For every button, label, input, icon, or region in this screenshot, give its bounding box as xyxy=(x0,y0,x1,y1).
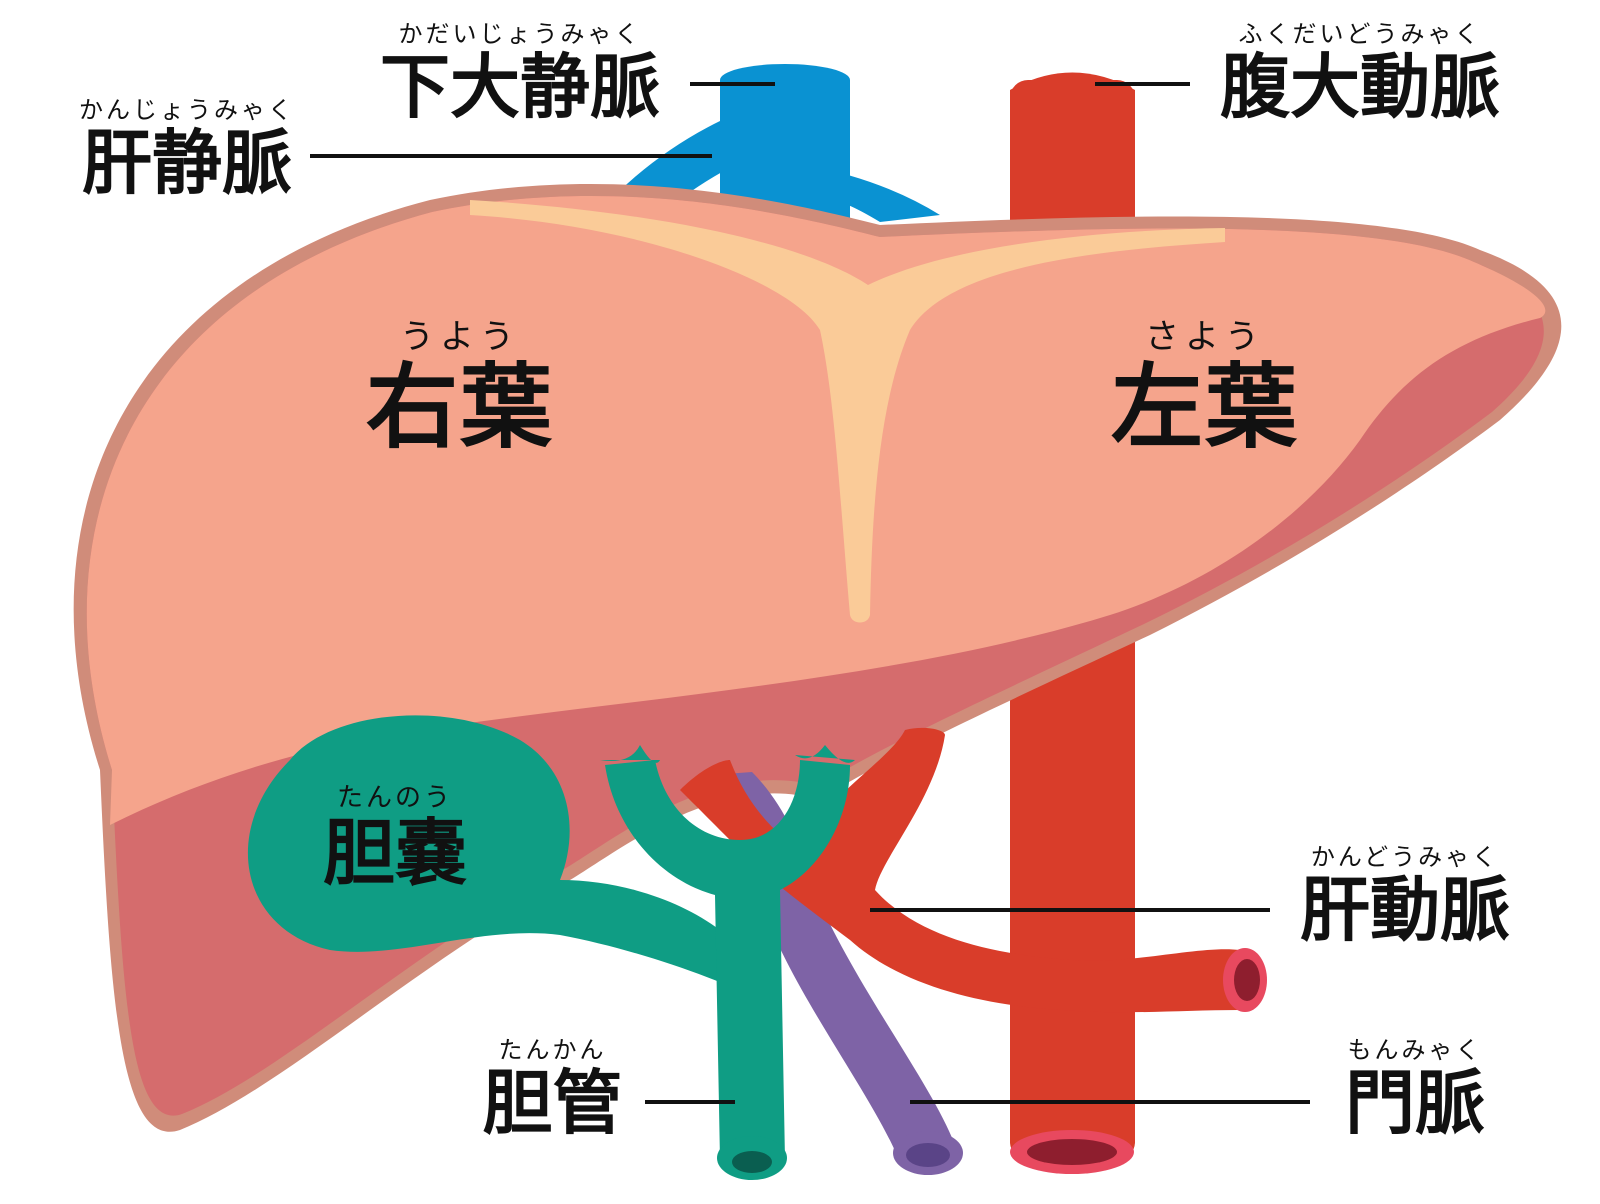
label-ha-text: 肝動脈 xyxy=(1300,869,1510,951)
falciform-ligament xyxy=(470,200,1225,623)
label-inferior-vena-cava: かだいじょうみゃく 下大静脈 xyxy=(360,22,680,122)
label-gb-text: 胆嚢 xyxy=(322,811,467,895)
label-aorta-reading: ふくだいどうみゃく xyxy=(1238,20,1482,48)
label-left-lobe-text: 左葉 xyxy=(1110,354,1299,461)
label-pv-reading: もんみゃく xyxy=(1347,1036,1483,1064)
label-bile-duct: たんかん 胆管 xyxy=(465,1038,640,1138)
label-hepatic-vein: かんじょうみゃく 肝静脈 xyxy=(62,98,312,198)
label-bd-reading: たんかん xyxy=(498,1036,607,1064)
hepatic-artery-lumen xyxy=(1234,959,1260,1001)
label-hv-reading: かんじょうみゃく xyxy=(79,96,295,124)
label-ivc-text: 下大静脈 xyxy=(380,46,660,128)
label-portal-vein: もんみゃく 門脈 xyxy=(1320,1038,1510,1138)
leader-lines xyxy=(310,82,1310,1104)
label-ivc-reading: かだいじょうみゃく xyxy=(398,20,642,48)
bile-duct xyxy=(600,745,855,1180)
label-hepatic-artery: かんどうみゃく 肝動脈 xyxy=(1280,845,1530,945)
portal-vein-lumen xyxy=(906,1143,950,1167)
label-bd-text: 胆管 xyxy=(482,1062,623,1144)
label-hv-text: 肝静脈 xyxy=(82,122,292,204)
bile-duct-lumen xyxy=(732,1151,772,1173)
label-pv-text: 門脈 xyxy=(1345,1062,1485,1144)
label-abdominal-aorta: ふくだいどうみゃく 腹大動脈 xyxy=(1200,22,1520,122)
liver-top-surface xyxy=(86,195,1546,826)
hepatic-vein-right-branch xyxy=(848,175,940,222)
label-left-lobe-reading: さよう xyxy=(1145,317,1265,357)
label-ha-reading: かんどうみゃく xyxy=(1310,843,1500,871)
label-gb-reading: たんのう xyxy=(336,783,453,813)
label-left-lobe: さよう 左葉 xyxy=(1090,320,1320,454)
label-right-lobe-text: 右葉 xyxy=(365,354,554,461)
gallbladder xyxy=(247,715,760,1000)
label-aorta-text: 腹大動脈 xyxy=(1220,46,1500,128)
label-right-lobe-reading: うよう xyxy=(400,317,520,357)
label-gallbladder: たんのう 胆嚢 xyxy=(305,785,485,889)
label-right-lobe: うよう 右葉 xyxy=(345,320,575,454)
